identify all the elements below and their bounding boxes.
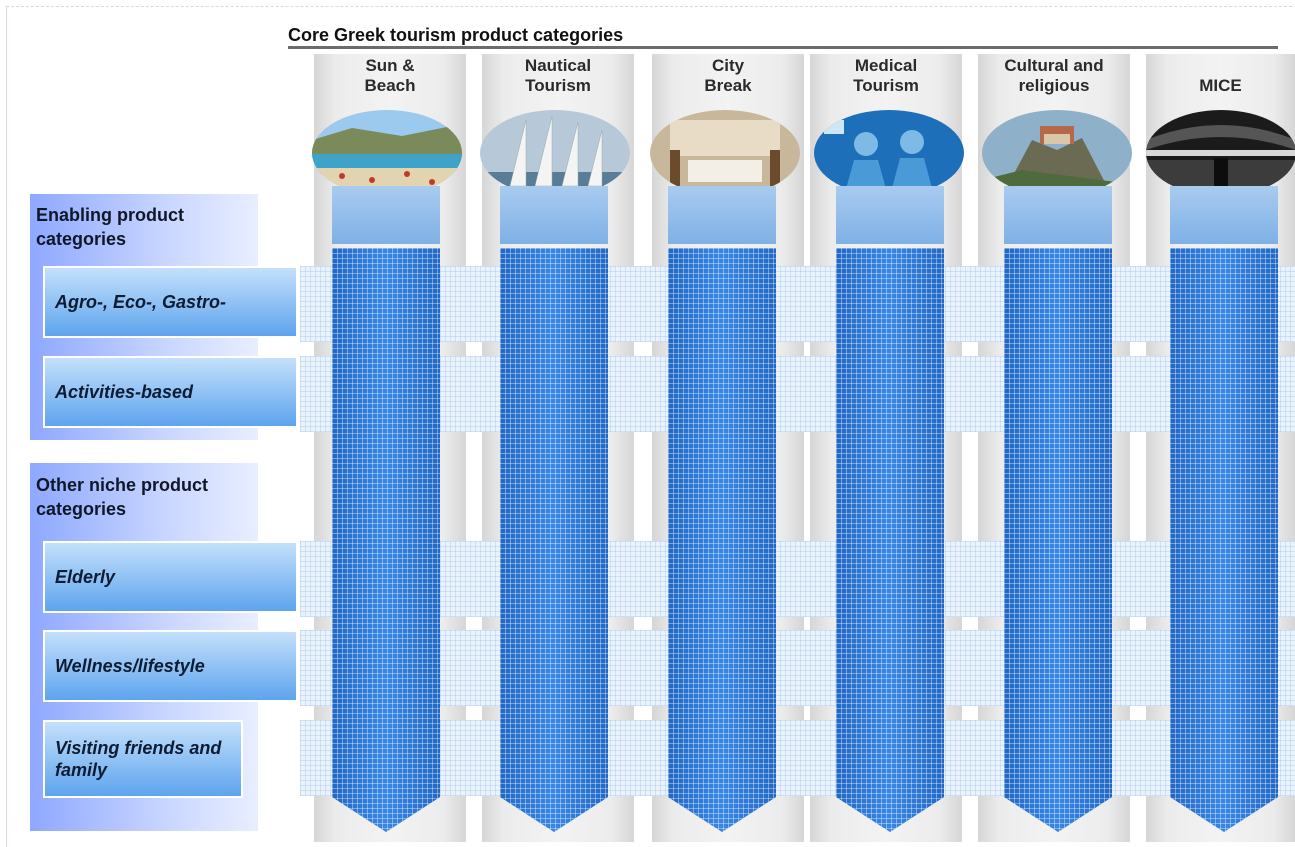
hotel-lounge-photo [650,110,800,196]
row-wellness-lifestyle: Wellness/lifestyle [43,630,298,702]
arrow-top-cultural [1004,186,1112,244]
diagram-title: Core Greek tourism product categories [288,24,1278,49]
arrow-top-medical [836,186,944,244]
arrow-top-mice [1170,186,1278,244]
beach-photo [312,110,462,196]
arrow-medical [836,248,944,832]
arrow-nautical [500,248,608,832]
arrow-city-break [668,248,776,832]
row-agro-eco-gastro: Agro-, Eco-, Gastro- [43,266,298,338]
row-visiting-friends-family: Visiting friends and family [43,720,243,798]
conference-hall-photo [1146,110,1295,196]
monastery-photo [982,110,1132,196]
sailboats-photo [480,110,630,196]
band-activities [300,356,1295,432]
column-title-mice: MICE [1199,76,1242,95]
band-wellness [300,630,1295,706]
band-vff [300,720,1295,796]
row-activities-based: Activities-based [43,356,298,428]
arrow-mice [1170,248,1278,832]
arrow-cultural [1004,248,1112,832]
arrow-top-city-break [668,186,776,244]
row-elderly: Elderly [43,541,298,613]
band-agro [300,266,1295,342]
diagram-frame [6,6,1295,847]
surgeons-photo [814,110,964,196]
arrow-top-sun-beach [332,186,440,244]
band-elderly [300,541,1295,617]
column-title-sun-beach: Sun &Beach [364,56,416,95]
arrow-top-nautical [500,186,608,244]
arrow-sun-beach [332,248,440,832]
